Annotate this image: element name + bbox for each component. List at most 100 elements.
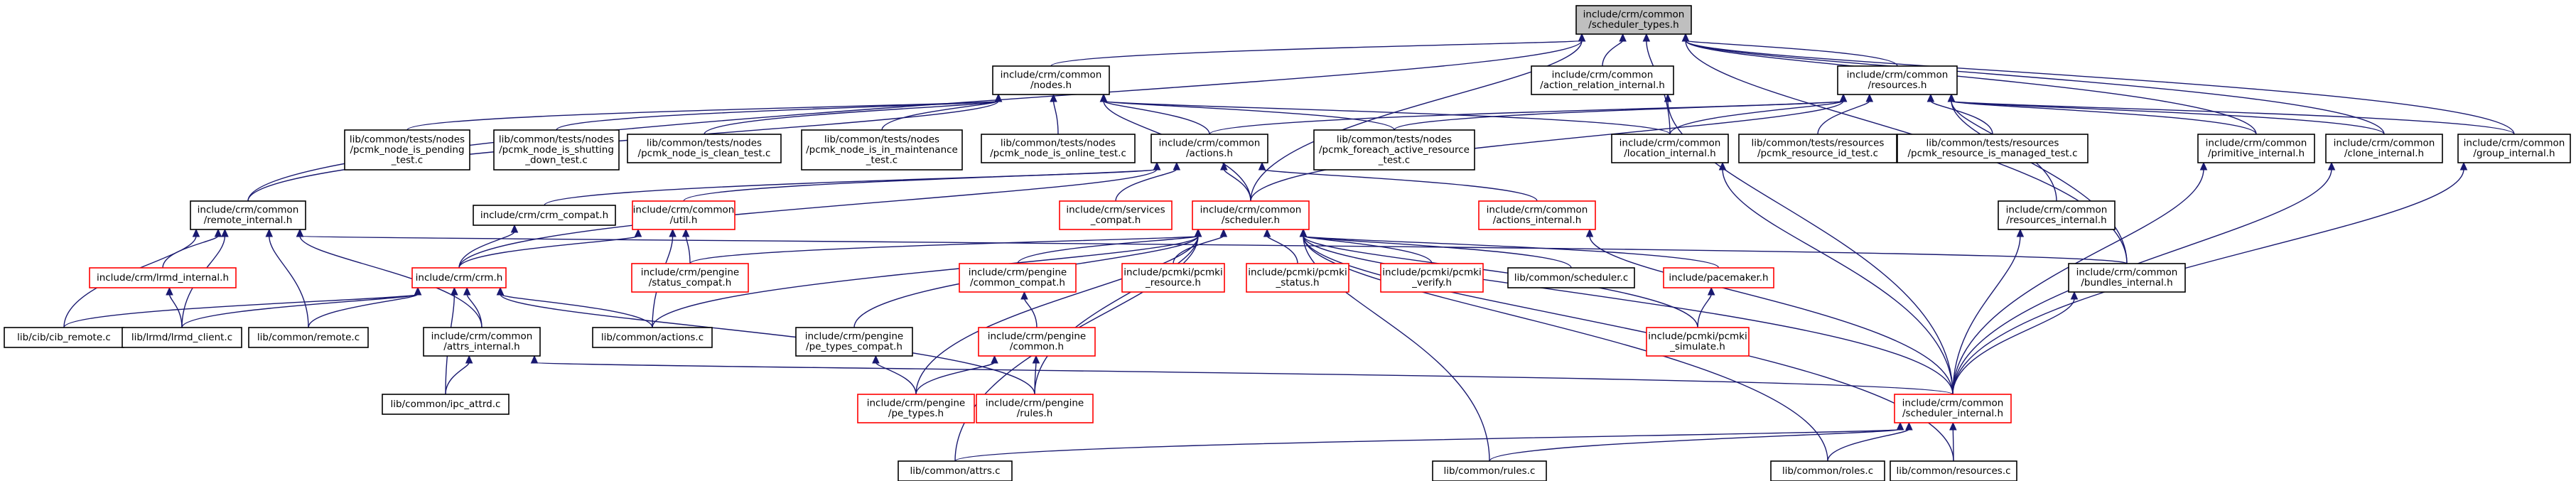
edge-remote-c-to-crm-h xyxy=(308,286,422,328)
node-pe-types-compat[interactable]: include/crm/pengine/pe_types_compat.h xyxy=(795,327,913,357)
node-pcmki-simulate[interactable]: include/pcmki/pcmki_simulate.h xyxy=(1646,327,1750,357)
node-box xyxy=(978,327,1096,357)
node-pengine-common[interactable]: include/crm/pengine/common.h xyxy=(978,327,1096,357)
node-label-line: lib/common/tests/nodes xyxy=(1337,134,1452,145)
node-lrmd-int[interactable]: include/crm/lrmd_internal.h xyxy=(89,267,237,288)
node-rules-h[interactable]: include/crm/pengine/rules.h xyxy=(976,394,1094,423)
node-box xyxy=(248,327,369,348)
node-label-line: _verify.h xyxy=(1411,277,1452,288)
node-crm-h[interactable]: include/crm/crm.h xyxy=(411,267,507,288)
node-label-line: /group_internal.h xyxy=(2473,148,2555,159)
edge-remote-int-to-nodes-h xyxy=(247,93,1003,202)
node-remote-c[interactable]: lib/common/remote.c xyxy=(248,327,369,348)
node-t-clean[interactable]: lib/common/tests/nodes/pcmk_node_is_clea… xyxy=(627,134,782,163)
node-label-line: /pcmk_node_is_clean_test.c xyxy=(638,148,771,159)
node-t-maint[interactable]: lib/common/tests/nodes/pcmk_node_is_in_m… xyxy=(801,129,963,171)
node-box xyxy=(1059,200,1173,230)
node-scheduler-c[interactable]: lib/common/scheduler.c xyxy=(1507,267,1635,288)
edge-t-foreach-to-nodes-h xyxy=(1099,93,1395,131)
node-box xyxy=(631,263,749,293)
node-label-line: include/crm/lrmd_internal.h xyxy=(97,272,229,283)
node-resources-c[interactable]: lib/common/resources.c xyxy=(1890,460,2017,481)
node-clone-int[interactable]: include/crm/common/clone_internal.h xyxy=(2325,134,2443,163)
node-actions-int[interactable]: include/crm/common/actions_internal.h xyxy=(1478,200,1596,230)
node-label-line: include/crm/common xyxy=(1487,205,1588,216)
node-t-shutting[interactable]: lib/common/tests/nodes/pcmk_node_is_shut… xyxy=(493,129,620,171)
node-t-res-id[interactable]: lib/common/tests/resources/pcmk_resource… xyxy=(1738,134,1897,163)
node-pacemaker-h[interactable]: include/pacemaker.h xyxy=(1663,267,1774,288)
node-services-compat[interactable]: include/crm/services_compat.h xyxy=(1059,200,1173,230)
node-common-compat[interactable]: include/crm/pengine/common_compat.h xyxy=(959,263,1077,293)
node-nodes-h[interactable]: include/crm/common/nodes.h xyxy=(992,65,1110,95)
node-label-line: include/crm/pengine xyxy=(867,398,966,409)
node-box xyxy=(1894,394,2012,423)
node-scheduler-h[interactable]: include/crm/common/scheduler.h xyxy=(1192,200,1310,230)
node-attrs-c[interactable]: lib/common/attrs.c xyxy=(898,460,1013,481)
edge-attrs-c-to-scheduler-int xyxy=(954,421,1904,462)
node-resources-h[interactable]: include/crm/common/resources.h xyxy=(1837,65,1958,95)
node-label-line: /scheduler.h xyxy=(1222,215,1280,226)
node-pcmki-verify[interactable]: include/pcmki/pcmki_verify.h xyxy=(1380,263,1484,293)
node-attrs-int[interactable]: include/crm/common/attrs_internal.h xyxy=(423,327,541,357)
edge-t-online-to-nodes-h xyxy=(1050,93,1059,135)
node-box xyxy=(2068,263,2186,293)
node-bundles-int[interactable]: include/crm/common/bundles_internal.h xyxy=(2068,263,2186,293)
node-resources-int[interactable]: include/crm/common/resources_internal.h xyxy=(1998,200,2116,230)
node-cib-remote[interactable]: lib/cib/cib_remote.c xyxy=(4,327,124,348)
node-label-line: include/crm/pengine xyxy=(969,267,1067,279)
node-t-foreach[interactable]: lib/common/tests/nodes/pcmk_foreach_acti… xyxy=(1313,129,1475,171)
node-box xyxy=(89,267,237,288)
edge-scheduler-int-to-clone-int xyxy=(1952,161,2336,395)
node-pcmki-resource[interactable]: include/pcmki/pcmki_resource.h xyxy=(1121,263,1225,293)
node-label-line: include/crm/services xyxy=(1066,205,1165,216)
edge-actions-int-to-actions-h xyxy=(1258,161,1538,202)
node-actions-c[interactable]: lib/common/actions.c xyxy=(592,327,713,348)
node-remote-int[interactable]: include/crm/common/remote_internal.h xyxy=(190,200,306,230)
node-root[interactable]: include/crm/common/scheduler_types.h xyxy=(1575,5,1692,35)
node-group-int[interactable]: include/crm/common/group_internal.h xyxy=(2457,134,2571,163)
node-action-relation[interactable]: include/crm/common/action_relation_inter… xyxy=(1531,65,1674,95)
node-lrmd-client[interactable]: lib/lrmd/lrmd_client.c xyxy=(122,327,242,348)
node-scheduler-int[interactable]: include/crm/common/scheduler_internal.h xyxy=(1894,394,2012,423)
edge-bundles-int-to-remote-int xyxy=(296,228,2128,264)
node-location-int[interactable]: include/crm/common/location_internal.h xyxy=(1611,134,1729,163)
node-ipc-attrd[interactable]: lib/common/ipc_attrd.c xyxy=(382,394,510,415)
node-actions-h[interactable]: include/crm/common/actions.h xyxy=(1150,134,1268,163)
node-label-line: /pcmk_node_is_in_maintenance xyxy=(806,144,958,156)
node-box xyxy=(473,205,616,226)
node-rules-c[interactable]: lib/common/rules.c xyxy=(1432,460,1547,481)
node-label-line: include/crm/common xyxy=(2206,138,2307,149)
node-box xyxy=(1611,134,1729,163)
edge-lrmd-int-to-remote-int xyxy=(162,228,222,269)
node-box xyxy=(1998,200,2116,230)
node-t-pending[interactable]: lib/common/tests/nodes/pcmk_node_is_pend… xyxy=(344,129,470,171)
node-label-line: /action_relation_internal.h xyxy=(1540,80,1665,91)
node-label-line: lib/common/tests/resources xyxy=(1926,138,2059,149)
edge-scheduler-int-to-actions-int xyxy=(1585,228,1953,395)
node-crm-compat[interactable]: include/crm/crm_compat.h xyxy=(473,205,616,226)
node-t-online[interactable]: lib/common/tests/nodes/pcmk_node_is_onli… xyxy=(981,134,1136,163)
node-roles-c[interactable]: lib/common/roles.c xyxy=(1770,460,1885,481)
node-primitive-int[interactable]: include/crm/common/primitive_internal.h xyxy=(2197,134,2315,163)
node-label-line: /pe_types.h xyxy=(888,408,944,419)
node-util-h[interactable]: include/crm/common/util.h xyxy=(632,200,735,230)
edge-status-compat-to-scheduler-h xyxy=(689,228,1202,264)
edge-rules-h-to-scheduler-h xyxy=(1034,228,1202,395)
node-label-line: include/crm/common xyxy=(1159,138,1261,149)
node-label-line: include/pcmki/pcmki xyxy=(1382,267,1481,279)
node-pcmki-status[interactable]: include/pcmki/pcmki_status.h xyxy=(1246,263,1349,293)
edge-roles-c-to-scheduler-int xyxy=(1827,421,1913,462)
node-status-compat[interactable]: include/crm/pengine/status_compat.h xyxy=(631,263,749,293)
node-label-line: _status.h xyxy=(1275,277,1319,288)
edge-scheduler-h-to-root xyxy=(1250,33,1586,202)
node-label-line: /location_internal.h xyxy=(1624,148,1716,159)
node-pe-types[interactable]: include/crm/pengine/pe_types.h xyxy=(857,394,975,423)
node-label-line: lib/common/tests/nodes xyxy=(1001,138,1116,149)
node-label-line: lib/lrmd/lrmd_client.c xyxy=(131,332,232,343)
node-box xyxy=(898,460,1013,481)
node-t-res-managed[interactable]: lib/common/tests/resources/pcmk_resource… xyxy=(1897,134,2089,163)
edge-remote-c-to-remote-int xyxy=(265,228,309,328)
node-label-line: include/pcmki/pcmki xyxy=(1123,267,1222,279)
node-label-line: lib/common/tests/nodes xyxy=(824,134,939,145)
